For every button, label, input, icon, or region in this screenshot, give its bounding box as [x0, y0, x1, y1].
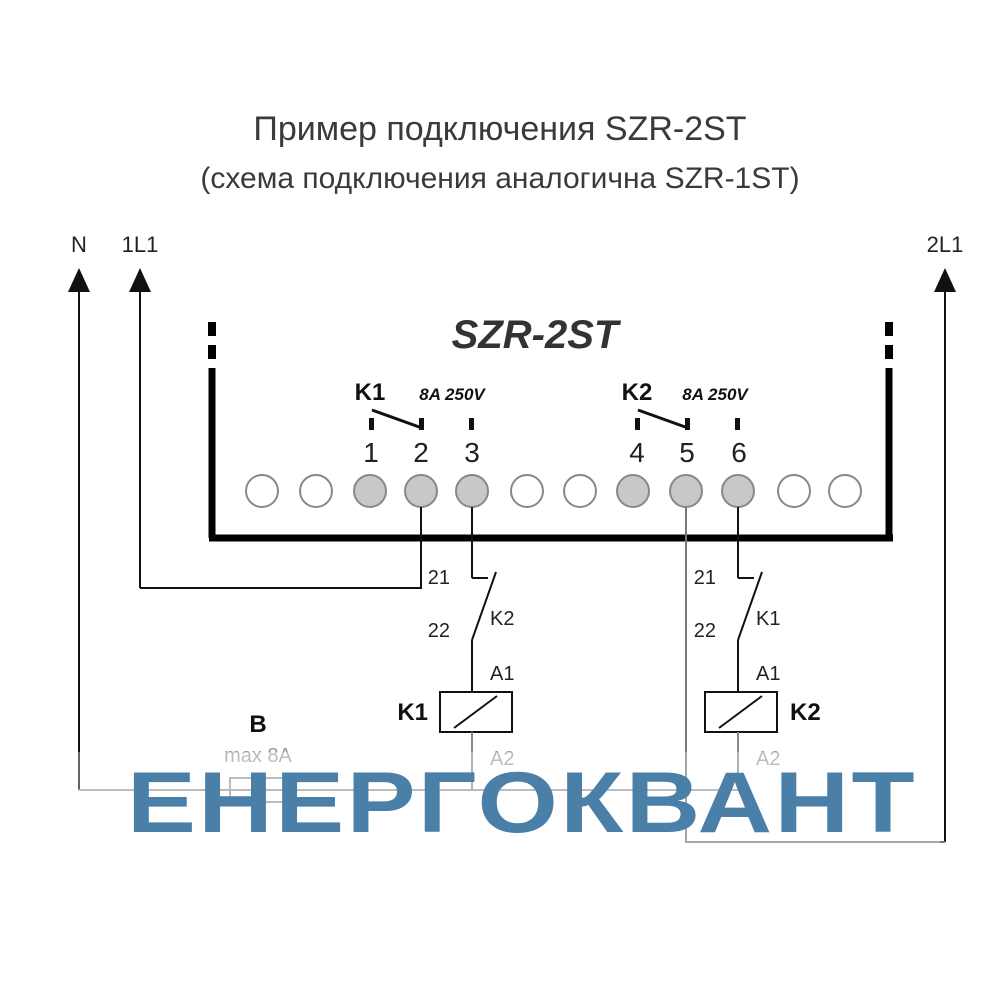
terminal-empty: [299, 474, 333, 508]
terminal-number-3: 3: [464, 437, 480, 468]
branch2-contact-pin-22: 22: [694, 620, 716, 642]
relay-k2-switch-icon: [637, 408, 689, 430]
relay-k2-label: K2: [622, 379, 653, 406]
terminal-5: [669, 474, 703, 508]
terminal-empty: [245, 474, 279, 508]
diagram-subtitle: (схема подключения аналогична SZR-1ST): [200, 162, 799, 195]
phase-2l1-label: 2L1: [927, 232, 964, 257]
device-name: SZR-2ST: [452, 313, 622, 357]
branch2-coil-pin-a2: A2: [756, 748, 780, 770]
relay-k2-rating: 8A 250V: [682, 385, 749, 404]
watermark-band: [60, 752, 940, 848]
branch2-contact-pin-21: 21: [694, 567, 716, 589]
coil-k2-label: K2: [790, 699, 821, 726]
terminal-empty: [828, 474, 862, 508]
branch2-contact-name: K1: [756, 608, 780, 630]
relay-k1-rating: 8A 250V: [419, 385, 486, 404]
device-enclosure: [208, 322, 893, 542]
phase-2l1-arrow-icon: [934, 268, 956, 292]
terminal-empty: [510, 474, 544, 508]
terminal-4: [616, 474, 650, 508]
terminal-empty: [563, 474, 597, 508]
branch2-contact-icon: [737, 571, 763, 641]
wire-terminal-5-to-2l1: [685, 507, 945, 843]
watermark-logo: ЕНЕРГОКВАНТ: [127, 755, 917, 851]
terminal-number-1: 1: [363, 437, 379, 468]
diagram-title: Пример подключения SZR-2ST: [253, 110, 746, 148]
branch1-coil-pin-a1: A1: [490, 663, 514, 685]
fuse-rating: max 8A: [224, 745, 292, 767]
fuse-label: B: [249, 711, 266, 738]
branch1-coil-pin-a2: A2: [490, 748, 514, 770]
branch1-contact-pin-22: 22: [428, 620, 450, 642]
neutral-line-label: N: [71, 232, 87, 257]
terminal-number-2: 2: [413, 437, 429, 468]
relay-k1-switch-icon: [371, 408, 423, 430]
terminal-number-4: 4: [629, 437, 645, 468]
branch2-coil-pin-a1: A1: [756, 663, 780, 685]
terminal-1: [353, 474, 387, 508]
terminal-6: [721, 474, 755, 508]
terminal-number-6: 6: [731, 437, 747, 468]
terminal-strip: [245, 474, 862, 508]
branch1-contact-name: K2: [490, 608, 514, 630]
relay-k1-label: K1: [355, 379, 386, 406]
wire-1l1-to-terminal-2: [140, 507, 422, 589]
phase-1l1-arrow-icon: [129, 268, 151, 292]
neutral-arrow-icon: [68, 268, 90, 292]
branch1-contact-icon: [471, 571, 497, 641]
coil-k1-label: K1: [397, 699, 428, 726]
branch1-contact-pin-21: 21: [428, 567, 450, 589]
terminal-2: [404, 474, 438, 508]
terminal-empty: [777, 474, 811, 508]
phase-1l1-label: 1L1: [122, 232, 159, 257]
terminal-3: [455, 474, 489, 508]
terminal-number-5: 5: [679, 437, 695, 468]
